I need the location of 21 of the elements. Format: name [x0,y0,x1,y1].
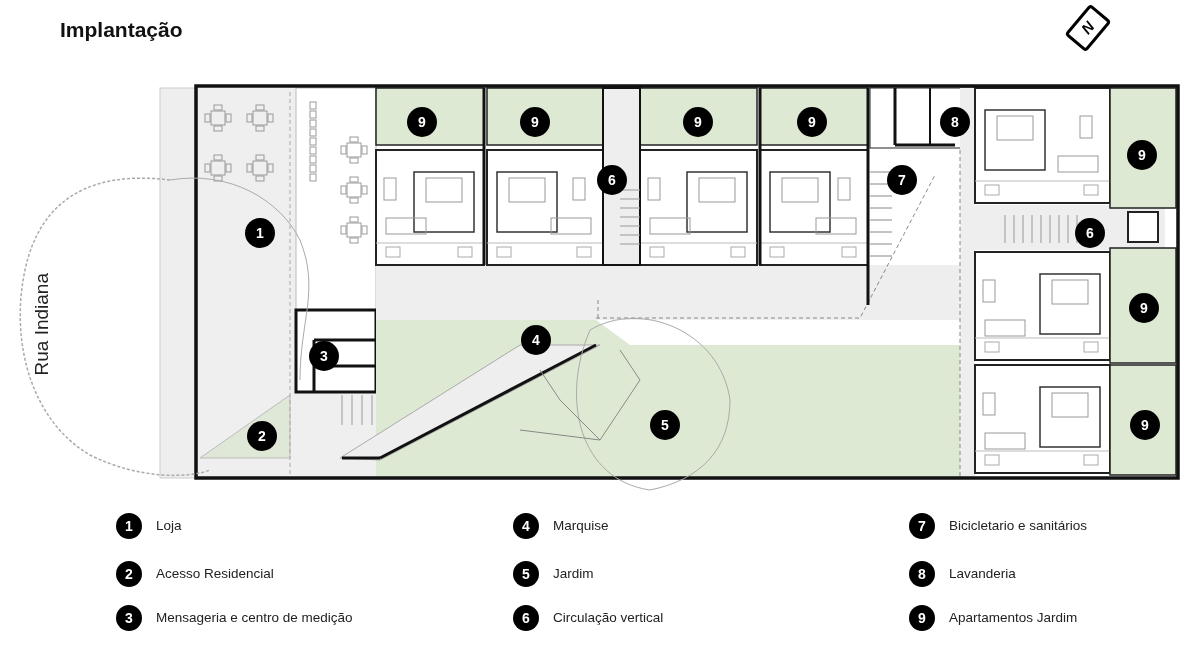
legend-number: 4 [513,513,539,539]
legend-text: Bicicletario e sanitários [949,516,1088,535]
street-name: Rua Indiana [29,272,53,378]
legend-number: 7 [909,513,935,539]
legend-text: Marquise [553,516,609,535]
legend-number: 1 [116,513,142,539]
legend-text: Loja [156,516,182,535]
legend-number: 6 [513,605,539,631]
legend-number: 8 [909,561,935,587]
legend-text: Mensageria e centro de medição [156,608,353,627]
callout-number: 7 [887,165,917,195]
legend-number: 2 [116,561,142,587]
legend-text: Jardim [553,564,594,583]
legend-number: 9 [909,605,935,631]
title: Implantação [60,17,183,43]
legend-text: Acesso Residencial [156,564,274,583]
legend-text: Lavanderia [949,564,1016,583]
legend-number: 5 [513,561,539,587]
legend-text: Apartamentos Jardim [949,608,1078,627]
legend-text: Circulação vertical [553,608,664,627]
legend-number: 3 [116,605,142,631]
